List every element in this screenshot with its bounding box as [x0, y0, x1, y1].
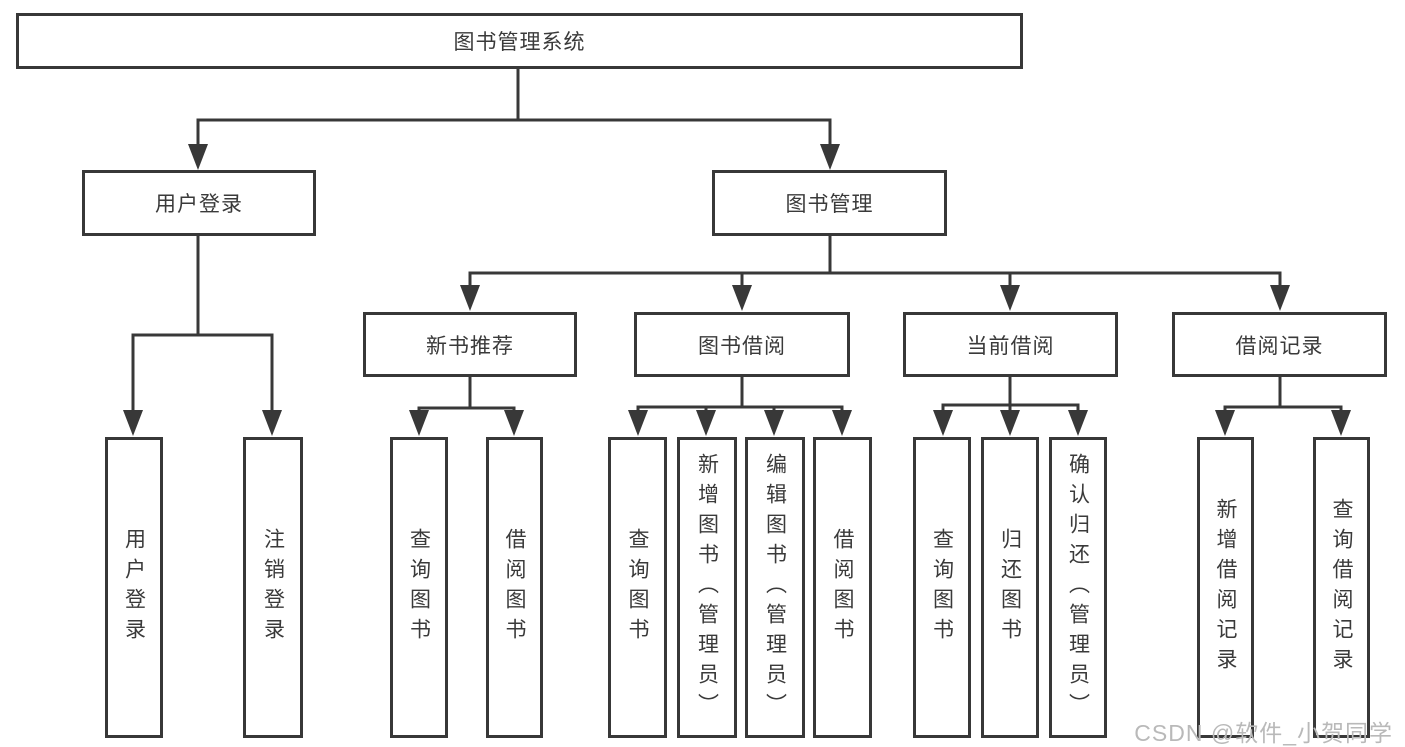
arrowhead-icon [123, 410, 143, 436]
arrowhead-icon [696, 410, 716, 436]
node-borrowing-records: 借阅记录 [1172, 312, 1387, 377]
arrowhead-icon [1000, 410, 1020, 436]
csdn-watermark: CSDN @软件_小贺同学 [1134, 720, 1393, 746]
connector-br-rail [1223, 405, 1343, 432]
arrowhead-icon [1000, 285, 1020, 311]
arrowhead-icon [188, 144, 208, 170]
node-br-query-record: 查询借阅记录 [1313, 437, 1370, 738]
arrowhead-icon [1215, 410, 1235, 436]
node-cb-query-books: 查询图书 [913, 437, 971, 738]
arrowhead-icon [262, 410, 282, 436]
connector-userlogin-rail [131, 333, 274, 432]
arrowhead-icon [1331, 410, 1351, 436]
node-cb-return-books: 归还图书 [981, 437, 1039, 738]
node-library-management-system: 图书管理系统 [16, 13, 1023, 69]
node-login: 用户登录 [105, 437, 163, 738]
node-nbr-query-books: 查询图书 [390, 437, 448, 738]
arrowhead-icon [504, 410, 524, 436]
connector-level2-rail [196, 118, 832, 166]
arrowhead-icon [732, 285, 752, 311]
arrowhead-icon [832, 410, 852, 436]
node-br-add-record: 新增借阅记录 [1197, 437, 1254, 738]
connector-bb-rail [636, 405, 844, 432]
node-logout: 注销登录 [243, 437, 303, 738]
arrowhead-icon [1270, 285, 1290, 311]
connector-nbr-rail [417, 406, 516, 432]
arrowhead-icon [764, 410, 784, 436]
arrowhead-icon [409, 410, 429, 436]
node-bb-borrow-books: 借阅图书 [813, 437, 872, 738]
connector-level3-rail [468, 271, 1282, 307]
arrowhead-icon [933, 410, 953, 436]
node-new-book-recommend: 新书推荐 [363, 312, 577, 377]
node-bb-add-books-admin: 新增图书（管理员） [677, 437, 737, 738]
node-nbr-borrow-books: 借阅图书 [486, 437, 543, 738]
node-current-borrowing: 当前借阅 [903, 312, 1118, 377]
arrowhead-icon [460, 285, 480, 311]
node-book-management: 图书管理 [712, 170, 947, 236]
node-bb-edit-books-admin: 编辑图书（管理员） [745, 437, 805, 738]
arrowhead-icon [1068, 410, 1088, 436]
node-cb-confirm-return-admin: 确认归还（管理员） [1049, 437, 1107, 738]
node-user-login: 用户登录 [82, 170, 316, 236]
arrowhead-icon [628, 410, 648, 436]
arrowhead-icon [820, 144, 840, 170]
node-book-borrowing: 图书借阅 [634, 312, 850, 377]
node-bb-query-books: 查询图书 [608, 437, 667, 738]
